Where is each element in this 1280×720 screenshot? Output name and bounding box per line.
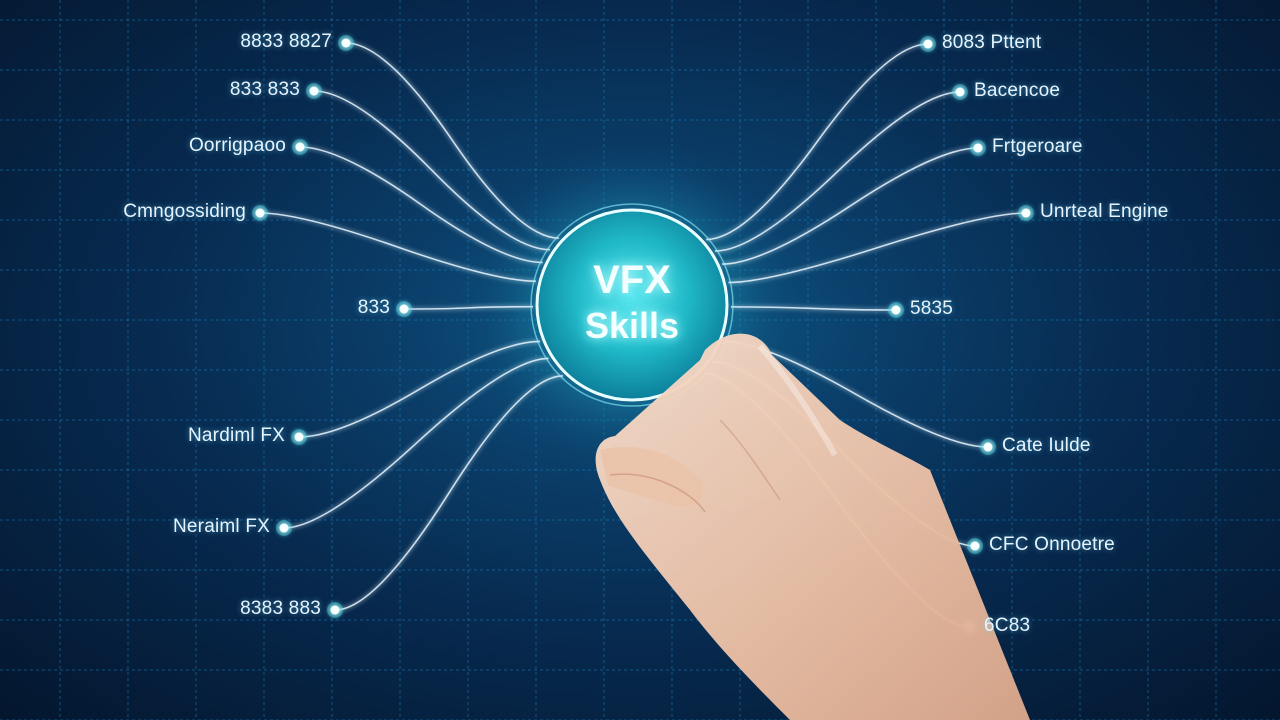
pointing-hand (595, 333, 1030, 720)
node-dot-left-2 (309, 86, 319, 96)
node-dot-right-7 (970, 541, 980, 551)
hub-circle (530, 203, 734, 407)
connector-line-right-5 (730, 306, 897, 311)
connector-line-left-1 (345, 42, 560, 239)
node-label-left-5: 833 (357, 297, 390, 318)
hub-title-line-2: Skills (584, 305, 680, 346)
node-dot-right-5 (891, 305, 901, 315)
node-label-left-2: 833 833 (229, 79, 300, 100)
node-dot-left-6 (294, 432, 304, 442)
connector-line-left-4 (259, 212, 536, 283)
node-dot-left-1 (341, 38, 351, 48)
connector-lines (259, 42, 1027, 628)
node-label-right-5: 5835 (910, 298, 954, 319)
node-label-left-8: 8383 883 (240, 598, 321, 619)
node-dot-left-8 (330, 605, 340, 615)
node-dot-right-4 (1021, 208, 1031, 218)
node-dot-right-2 (955, 87, 965, 97)
node-label-left-7: Neraiml FX (172, 516, 270, 537)
connector-line-left-3 (299, 146, 543, 264)
connector-line-right-1 (706, 43, 929, 241)
connector-line-left-7 (283, 357, 549, 529)
node-label-right-7: CFC Onnoetre (989, 534, 1115, 555)
connector-line-right-4 (728, 212, 1027, 284)
node-label-left-3: Oorrigpaoo (188, 135, 286, 156)
connector-line-left-8 (334, 375, 563, 611)
node-label-right-2: Bacencoe (974, 80, 1061, 101)
node-label-left-1: 8833 8827 (240, 31, 332, 52)
node-label-right-3: Frtgeroare (992, 136, 1083, 157)
node-dot-left-3 (295, 142, 305, 152)
hub-title-line-1: VFX (593, 258, 671, 302)
node-label-right-4: Unrteal Engine (1040, 201, 1169, 222)
node-dot-right-6 (983, 442, 993, 452)
node-dot-left-5 (399, 304, 409, 314)
node-label-right-6: Cate Iulde (1002, 435, 1091, 456)
node-label-left-4: Cmngossiding (123, 201, 246, 222)
node-label-right-8: 6C83 (984, 615, 1031, 636)
node-dot-right-3 (973, 143, 983, 153)
node-dot-left-4 (255, 208, 265, 218)
node-dot-right-1 (923, 39, 933, 49)
node-dot-left-7 (279, 523, 289, 533)
connector-nodes (252, 35, 1034, 635)
connector-line-right-3 (722, 147, 979, 265)
connector-line-right-2 (715, 91, 961, 252)
connector-line-left-5 (403, 305, 534, 310)
node-label-left-6: Nardiml FX (187, 425, 285, 446)
connector-line-left-2 (313, 90, 550, 251)
connector-line-left-6 (298, 340, 540, 438)
node-label-right-1: 8083 Pttent (942, 32, 1042, 53)
